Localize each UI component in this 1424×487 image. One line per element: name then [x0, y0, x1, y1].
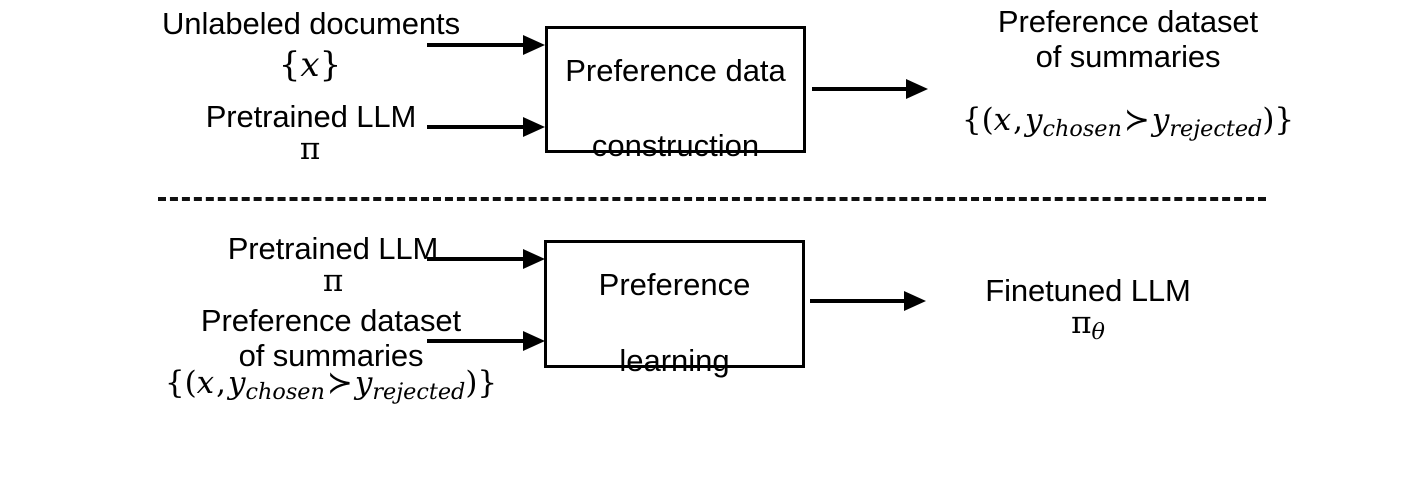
pi-symbol: π	[322, 263, 344, 299]
process-box-preference-learning[interactable]: Preference learning	[544, 240, 805, 378]
var-x: x	[300, 45, 320, 85]
box-label-line1: Preference	[598, 267, 751, 303]
formula-sub-rejected: rejected	[372, 379, 466, 406]
formula-y-rejected: y	[354, 365, 373, 401]
top-output-title-line2: of summaries	[1035, 39, 1221, 74]
top-output-title-line1: Preference dataset	[997, 4, 1259, 39]
process-box-label: Preference data construction	[565, 14, 786, 165]
top-input2-title: Pretrained LLM	[205, 99, 417, 134]
bottom-arrow-output	[810, 287, 928, 315]
box-label-line1: Preference data	[565, 52, 786, 88]
formula-y-rejected: y	[1151, 102, 1170, 138]
bottom-input2-title-line2: of summaries	[238, 338, 424, 373]
formula-preference-relation: ≻	[326, 365, 353, 401]
formula-x: x	[196, 365, 215, 401]
top-arrow-input1	[427, 31, 547, 59]
bottom-arrow-input1	[427, 245, 547, 273]
bottom-input1-title: Pretrained LLM	[227, 231, 439, 266]
theta-subscript: θ	[1091, 319, 1105, 346]
formula-comma: ,	[1013, 102, 1024, 138]
formula-preference-relation: ≻	[1123, 102, 1150, 138]
brace-close: }	[319, 45, 342, 85]
top-input2-formula: π	[270, 134, 350, 165]
pi-symbol: π	[1071, 305, 1092, 341]
formula-y-chosen: y	[228, 365, 246, 401]
formula-comma: ,	[216, 365, 227, 401]
box-label-line2: learning	[619, 342, 730, 378]
bottom-output-formula: πθ	[1048, 308, 1128, 344]
top-input1-formula: {x}	[250, 48, 370, 82]
formula-x: x	[993, 102, 1012, 138]
box-label-line2: construction	[591, 128, 760, 164]
bottom-input2-formula: {(x,ychosen≻yrejected)}	[143, 368, 519, 404]
process-box-label: Preference learning	[599, 228, 751, 379]
brace-open: {	[278, 45, 301, 85]
formula-open: {(	[961, 102, 994, 138]
formula-close: )}	[465, 365, 498, 401]
section-divider	[158, 197, 1266, 201]
formula-sub-chosen: chosen	[1042, 116, 1122, 143]
formula-open: {(	[164, 365, 197, 401]
bottom-arrow-input2	[427, 327, 547, 355]
formula-y-chosen: y	[1025, 102, 1043, 138]
formula-sub-chosen: chosen	[245, 379, 325, 406]
top-output-formula: {(x,ychosen≻yrejected)}	[940, 105, 1316, 141]
top-arrow-output	[812, 75, 930, 103]
pi-symbol: π	[299, 131, 321, 167]
bottom-input1-formula: π	[293, 266, 373, 297]
formula-close: )}	[1262, 102, 1295, 138]
top-input1-title: Unlabeled documents	[162, 6, 460, 41]
formula-sub-rejected: rejected	[1169, 116, 1263, 143]
bottom-output-title: Finetuned LLM	[985, 273, 1191, 308]
process-box-preference-data-construction[interactable]: Preference data construction	[545, 26, 806, 163]
bottom-input2-title-line1: Preference dataset	[200, 303, 462, 338]
top-arrow-input2	[427, 113, 547, 141]
